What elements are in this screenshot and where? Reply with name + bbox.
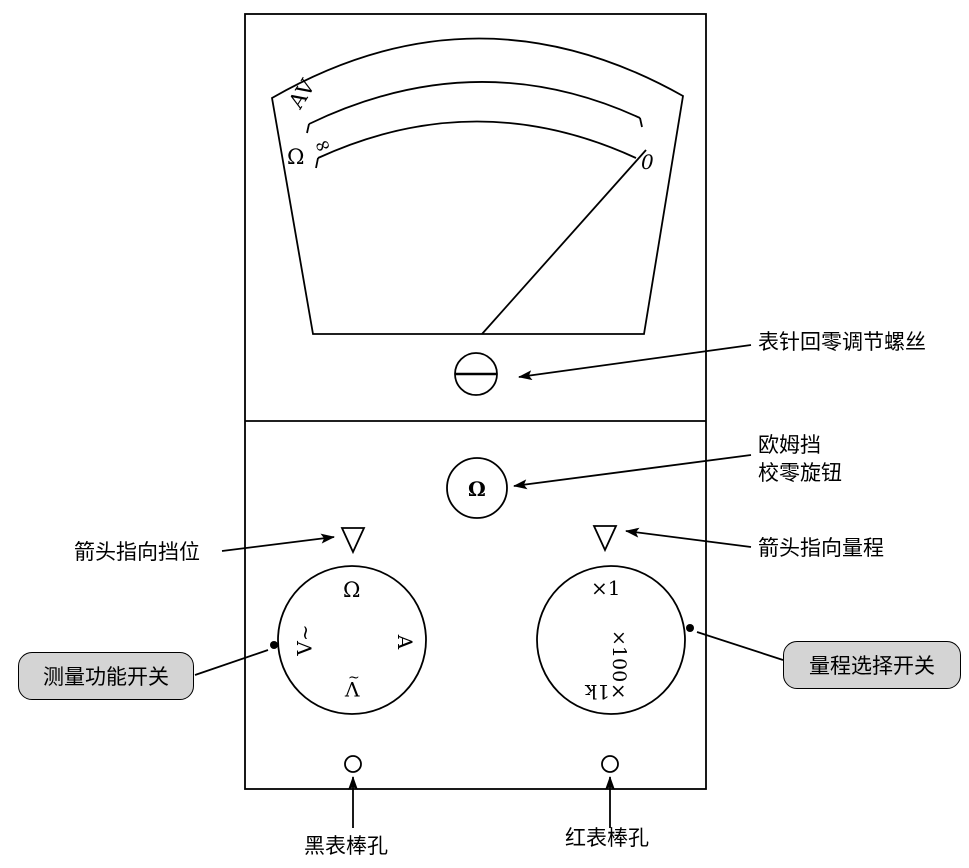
range-pointer-triangle — [592, 525, 618, 553]
ohm-knob-leader — [513, 454, 752, 490]
range-callout-dot — [686, 624, 694, 632]
function-switch-dial[interactable] — [277, 565, 427, 715]
red-jack-label: 红表棒孔 — [565, 826, 649, 850]
range-switch-dial[interactable] — [536, 565, 686, 715]
range-position-x1: ×1 — [591, 576, 621, 600]
ohm-scale-left-tick — [315, 157, 319, 169]
function-callout-leader — [194, 649, 269, 676]
range-arrow-label: 箭头指向量程 — [758, 536, 884, 560]
function-callout-dot — [270, 641, 278, 649]
av-scale-left-tick — [306, 123, 310, 134]
meter-window — [271, 37, 684, 335]
function-switch-callout: 测量功能开关 — [18, 652, 194, 700]
zero-mark: 0 — [641, 150, 654, 174]
av-scale-arc — [308, 81, 641, 125]
black-jack-label: 黑表棒孔 — [304, 834, 388, 858]
zero-screw-leader — [518, 344, 752, 381]
range-switch-callout: 量程选择开关 — [783, 641, 961, 689]
function-position-amp: A — [393, 634, 418, 650]
ohm-scale-arc — [317, 120, 637, 159]
function-position-volt-tilde: ~ — [348, 670, 360, 686]
function-arrow-leader — [221, 533, 335, 552]
function-position-ohm: Ω — [343, 578, 361, 602]
ohm-scale-label: Ω — [287, 145, 305, 169]
ohm-knob-label-line1: 欧姆挡 — [758, 433, 821, 457]
range-callout-leader — [696, 631, 784, 661]
function-pointer-triangle — [340, 527, 366, 555]
range-position-x100: ×100 — [608, 630, 630, 683]
ohm-knob-label-line2: 校零旋钮 — [758, 461, 842, 485]
range-position-x1k: ×1k — [585, 680, 627, 704]
meter-needle — [481, 149, 647, 335]
function-arrow-label: 箭头指向挡位 — [74, 540, 200, 564]
meter-body-outline — [244, 13, 707, 790]
zero-screw-label: 表针回零调节螺丝 — [758, 330, 926, 354]
function-position-acv: V~ — [292, 624, 317, 656]
ohm-knob-symbol: Ω — [468, 477, 486, 501]
red-probe-jack[interactable] — [601, 755, 619, 773]
range-arrow-leader — [625, 527, 752, 548]
av-scale-right-tick — [639, 117, 643, 128]
zero-adjust-screw[interactable] — [454, 352, 498, 396]
ohm-zero-knob[interactable] — [446, 457, 508, 519]
black-probe-jack[interactable] — [344, 755, 362, 773]
